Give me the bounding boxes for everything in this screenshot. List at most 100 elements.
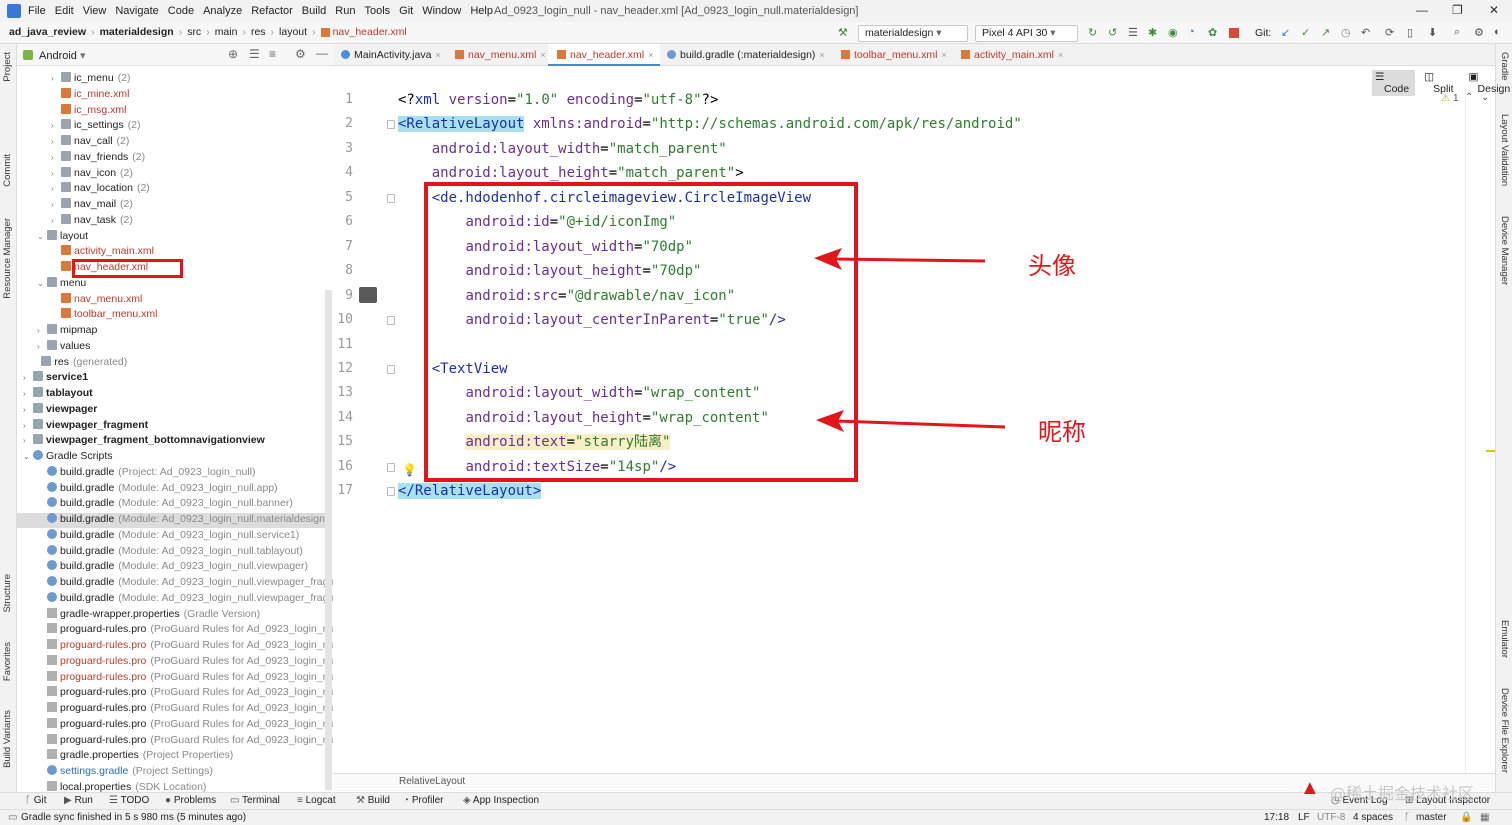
expand-arrow-icon[interactable]: › (23, 389, 26, 398)
expand-arrow-icon[interactable]: › (51, 168, 54, 178)
editor-tab[interactable]: activity_main.xml× (961, 49, 1063, 61)
menu-window[interactable]: Window (422, 5, 462, 17)
menu-refactor[interactable]: Refactor (251, 5, 293, 17)
expand-arrow-icon[interactable]: › (23, 420, 26, 430)
expand-arrow-icon[interactable]: › (37, 341, 40, 351)
code-line[interactable]: android:layout_height="wrap_content" (398, 406, 768, 430)
tree-item[interactable]: ›ic_settings(2) (51, 118, 140, 133)
fold-marker-icon[interactable] (387, 193, 395, 203)
tree-item[interactable]: ›viewpager_fragment_bottomnavigationview (23, 433, 265, 448)
bottom-tool-app-inspection[interactable]: ◈ App Inspection (463, 795, 539, 806)
tree-item[interactable]: build.gradle(Project: Ad_0923_login_null… (37, 465, 255, 480)
tree-item[interactable]: proguard-rules.pro(ProGuard Rules for Ad… (37, 654, 333, 669)
caret-position[interactable]: 17:18 (1264, 812, 1290, 823)
tree-item[interactable]: ›nav_friends(2) (51, 150, 145, 165)
code-line[interactable]: android:id="@+id/iconImg" (398, 210, 676, 234)
tree-item[interactable]: ⌄menu (37, 276, 86, 291)
gradle-tab[interactable]: Gradle (1499, 52, 1510, 81)
close-tab-icon[interactable]: × (648, 50, 654, 60)
fold-marker-icon[interactable] (387, 462, 395, 472)
code-line[interactable]: android:layout_width="match_parent" (398, 137, 727, 161)
expand-arrow-icon[interactable]: ⌄ (37, 231, 44, 241)
code-line[interactable]: </RelativeLayout> (398, 479, 542, 503)
bottom-tool-terminal[interactable]: ▭ Terminal (230, 795, 280, 806)
history-icon[interactable]: ◷ (1341, 27, 1351, 39)
code-mode-button[interactable]: ☰ Code (1372, 70, 1416, 96)
maximize-icon[interactable]: ❐ (1452, 3, 1463, 17)
apply-changes-icon[interactable]: ↻ (1088, 27, 1098, 39)
breadcrumb-item[interactable]: src (187, 26, 202, 38)
tree-item[interactable]: ⌄layout (37, 229, 88, 244)
breadcrumb-item[interactable]: nav_header.xml (332, 26, 407, 38)
code-line[interactable]: <TextView (398, 357, 508, 381)
tree-item[interactable]: ic_msg.xml (51, 103, 127, 118)
breadcrumb-item[interactable]: res (250, 26, 266, 38)
code-line[interactable]: android:text="starry陆离" (398, 430, 671, 454)
expand-all-icon[interactable]: ☰ (249, 47, 260, 61)
device-combo[interactable]: Pixel 4 API 30 ▾ (975, 25, 1078, 42)
assistant-icon[interactable]: ◐ (1494, 26, 1501, 38)
tree-item[interactable]: build.gradle(Module: Ad_0923_login_null.… (37, 528, 299, 543)
lightbulb-icon[interactable]: 💡 (402, 463, 417, 477)
lock-icon[interactable]: 🔒 (1460, 812, 1473, 823)
next-highlight-icon[interactable]: ⌄ (1481, 92, 1490, 103)
menu-build[interactable]: Build (301, 5, 327, 17)
tree-item[interactable]: toolbar_menu.xml (51, 307, 157, 322)
tree-item[interactable]: proguard-rules.pro(ProGuard Rules for Ad… (37, 733, 333, 748)
debug-icon[interactable]: ✱ (1148, 27, 1158, 39)
expand-arrow-icon[interactable]: ⌄ (37, 278, 44, 288)
expand-arrow-icon[interactable]: › (51, 200, 54, 209)
hide-panel-icon[interactable]: — (316, 46, 328, 60)
menu-navigate[interactable]: Navigate (115, 5, 159, 17)
status-message[interactable]: Gradle sync finished in 5 s 980 ms (5 mi… (21, 812, 247, 823)
file-encoding[interactable]: UTF-8 (1317, 812, 1346, 823)
bottom-tool-git[interactable]: ᚴ Git (25, 795, 47, 806)
tree-item[interactable]: ›nav_call(2) (51, 134, 129, 149)
code-line[interactable]: <RelativeLayout xmlns:android="http://sc… (398, 112, 1022, 136)
code-line[interactable]: android:textSize="14sp"/> (398, 455, 676, 479)
code-line[interactable]: android:src="@drawable/nav_icon" (398, 284, 735, 308)
tree-item[interactable]: nav_menu.xml (51, 292, 142, 307)
tree-item[interactable]: ›nav_mail(2) (51, 197, 133, 212)
fold-marker-icon[interactable] (387, 487, 395, 497)
editor-breadcrumb[interactable]: RelativeLayout (399, 776, 466, 787)
bottom-tool-profiler[interactable]: ◔ Profiler (403, 795, 444, 806)
tree-item[interactable]: settings.gradle(Project Settings) (37, 764, 213, 779)
code-line[interactable]: <de.hdodenhof.circleimageview.CircleImag… (398, 186, 811, 210)
build-variants-tab[interactable]: Build Variants (2, 710, 13, 768)
tree-item[interactable]: proguard-rules.pro(ProGuard Rules for Ad… (37, 685, 333, 700)
tree-item[interactable]: res(generated) (31, 355, 127, 370)
code-line[interactable]: android:layout_height="70dp" (398, 259, 701, 283)
layout-validation-tab[interactable]: Layout Validation (1499, 114, 1510, 187)
device-file-explorer-tab[interactable]: Device File Explorer (1499, 688, 1510, 773)
editor-tab[interactable]: MainActivity.java× (341, 49, 441, 61)
breadcrumb-item[interactable]: layout (279, 26, 308, 38)
code-line[interactable]: android:layout_width="wrap_content" (398, 381, 760, 405)
tree-item[interactable]: gradle-wrapper.properties(Gradle Version… (37, 607, 260, 622)
close-tab-icon[interactable]: × (819, 50, 825, 60)
structure-tab[interactable]: Structure (2, 574, 13, 613)
favorites-tab[interactable]: Favorites (2, 642, 13, 682)
module-combo[interactable]: materialdesign ▾ (858, 25, 968, 42)
warning-icon[interactable]: ⚠ (1441, 93, 1450, 104)
project-tab[interactable]: Project (2, 52, 13, 82)
tree-item[interactable]: proguard-rules.pro(ProGuard Rules for Ad… (37, 670, 333, 685)
indent-setting[interactable]: 4 spaces (1353, 812, 1394, 823)
tree-item[interactable]: build.gradle(Module: Ad_0923_login_null.… (37, 544, 303, 559)
resource-manager-tab[interactable]: Resource Manager (2, 218, 13, 299)
device-manager-icon[interactable]: ▯ (1407, 27, 1414, 39)
menu-file[interactable]: File (28, 5, 46, 17)
close-icon[interactable]: ✕ (1489, 3, 1500, 17)
tree-item[interactable]: ›tablayout (23, 386, 93, 401)
minimize-icon[interactable]: — (1416, 3, 1428, 17)
stop-icon[interactable] (1229, 28, 1239, 38)
status-toggle-icon[interactable]: ▭ (8, 812, 18, 823)
tree-item[interactable]: nav_header.xml (51, 260, 148, 275)
code-line[interactable]: <?xml version="1.0" encoding="utf-8"?> (398, 88, 718, 112)
breadcrumb-item[interactable]: materialdesign (99, 26, 174, 38)
project-view-combo[interactable]: Android ▾ (39, 50, 86, 62)
expand-arrow-icon[interactable]: › (51, 137, 54, 146)
tree-item[interactable]: build.gradle(Module: Ad_0923_login_null.… (37, 591, 333, 606)
menu-analyze[interactable]: Analyze (203, 5, 243, 17)
tree-item[interactable]: proguard-rules.pro(ProGuard Rules for Ad… (37, 622, 333, 637)
